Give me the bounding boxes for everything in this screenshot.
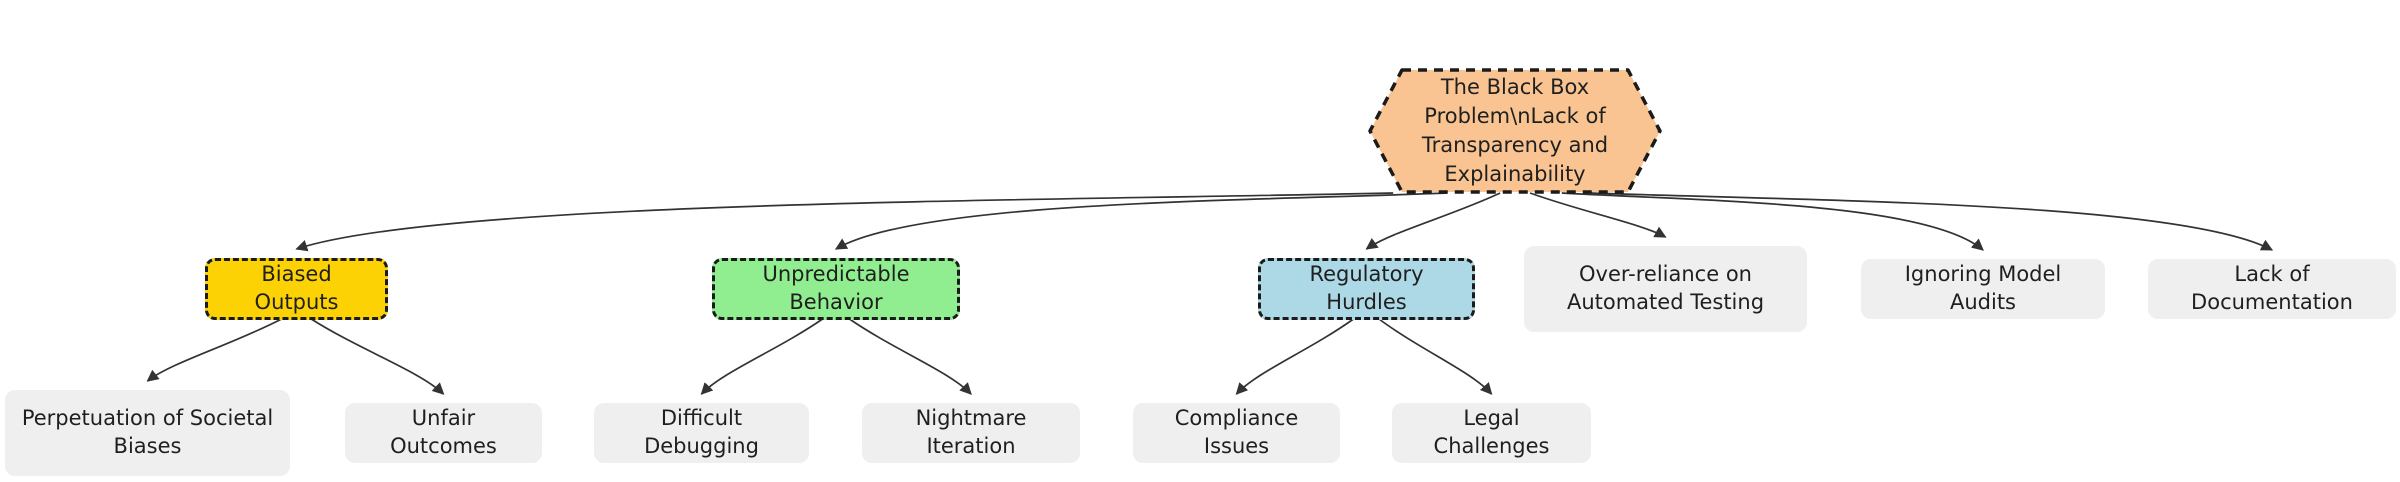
node-legal-challenges-label: Legal Challenges bbox=[1433, 406, 1550, 458]
node-difficult-debugging[interactable]: Difficult Debugging bbox=[594, 403, 809, 463]
edge-root-to-biased-outputs bbox=[295, 192, 1394, 252]
node-compliance-issues[interactable]: Compliance Issues bbox=[1133, 403, 1340, 463]
edge-unpredictable-behavior-to-nightmare-iteration bbox=[849, 318, 972, 395]
edge-root-to-ignoring-model-audits bbox=[1561, 192, 1984, 251]
node-unpredictable-behavior[interactable]: Unpredictable Behavior bbox=[712, 258, 960, 320]
node-over-reliance-automated-testing[interactable]: Over-reliance on Automated Testing bbox=[1524, 246, 1807, 332]
edge-root-to-over-reliance-automated-testing bbox=[1529, 192, 1667, 238]
node-root-label: The Black Box Problem\nLack of Transpare… bbox=[1421, 75, 1609, 186]
edge-root-to-unpredictable-behavior bbox=[834, 192, 1448, 250]
node-perpetuation-of-societal-biases-label: Perpetuation of Societal Biases bbox=[21, 406, 274, 458]
node-over-reliance-automated-testing-label: Over-reliance on Automated Testing bbox=[1566, 262, 1765, 314]
node-nightmare-iteration[interactable]: Nightmare Iteration bbox=[862, 403, 1080, 463]
node-ignoring-model-audits-label: Ignoring Model Audits bbox=[1904, 262, 2062, 314]
node-compliance-issues-label: Compliance Issues bbox=[1174, 406, 1299, 458]
edge-root-to-lack-of-documentation bbox=[1590, 192, 2274, 251]
node-unfair-outcomes[interactable]: Unfair Outcomes bbox=[345, 403, 542, 463]
node-legal-challenges[interactable]: Legal Challenges bbox=[1392, 403, 1591, 463]
node-ignoring-model-audits[interactable]: Ignoring Model Audits bbox=[1861, 259, 2105, 319]
node-unfair-outcomes-label: Unfair Outcomes bbox=[390, 406, 497, 458]
edge-regulatory-hurdles-to-compliance-issues bbox=[1235, 318, 1354, 395]
node-nightmare-iteration-label: Nightmare Iteration bbox=[915, 406, 1027, 458]
node-regulatory-hurdles[interactable]: Regulatory Hurdles bbox=[1258, 258, 1475, 320]
node-lack-of-documentation[interactable]: Lack of Documentation bbox=[2148, 259, 2396, 319]
hexagon-shape bbox=[1368, 68, 1662, 194]
node-biased-outputs-label: Biased Outputs bbox=[254, 262, 339, 314]
node-regulatory-hurdles-label: Regulatory Hurdles bbox=[1309, 262, 1424, 314]
edge-biased-outputs-to-unfair-outcomes bbox=[310, 318, 445, 395]
edge-root-to-regulatory-hurdles bbox=[1365, 192, 1501, 250]
node-difficult-debugging-label: Difficult Debugging bbox=[644, 406, 759, 458]
node-root[interactable]: The Black Box Problem\nLack of Transpare… bbox=[1368, 68, 1662, 194]
node-unpredictable-behavior-label: Unpredictable Behavior bbox=[762, 262, 910, 314]
node-lack-of-documentation-label: Lack of Documentation bbox=[2191, 262, 2353, 314]
node-perpetuation-of-societal-biases[interactable]: Perpetuation of Societal Biases bbox=[5, 390, 290, 476]
edge-biased-outputs-to-perpetuation-of-societal-biases bbox=[146, 318, 282, 382]
edge-regulatory-hurdles-to-legal-challenges bbox=[1378, 318, 1493, 395]
edge-unpredictable-behavior-to-difficult-debugging bbox=[700, 318, 824, 395]
node-biased-outputs[interactable]: Biased Outputs bbox=[205, 258, 388, 320]
